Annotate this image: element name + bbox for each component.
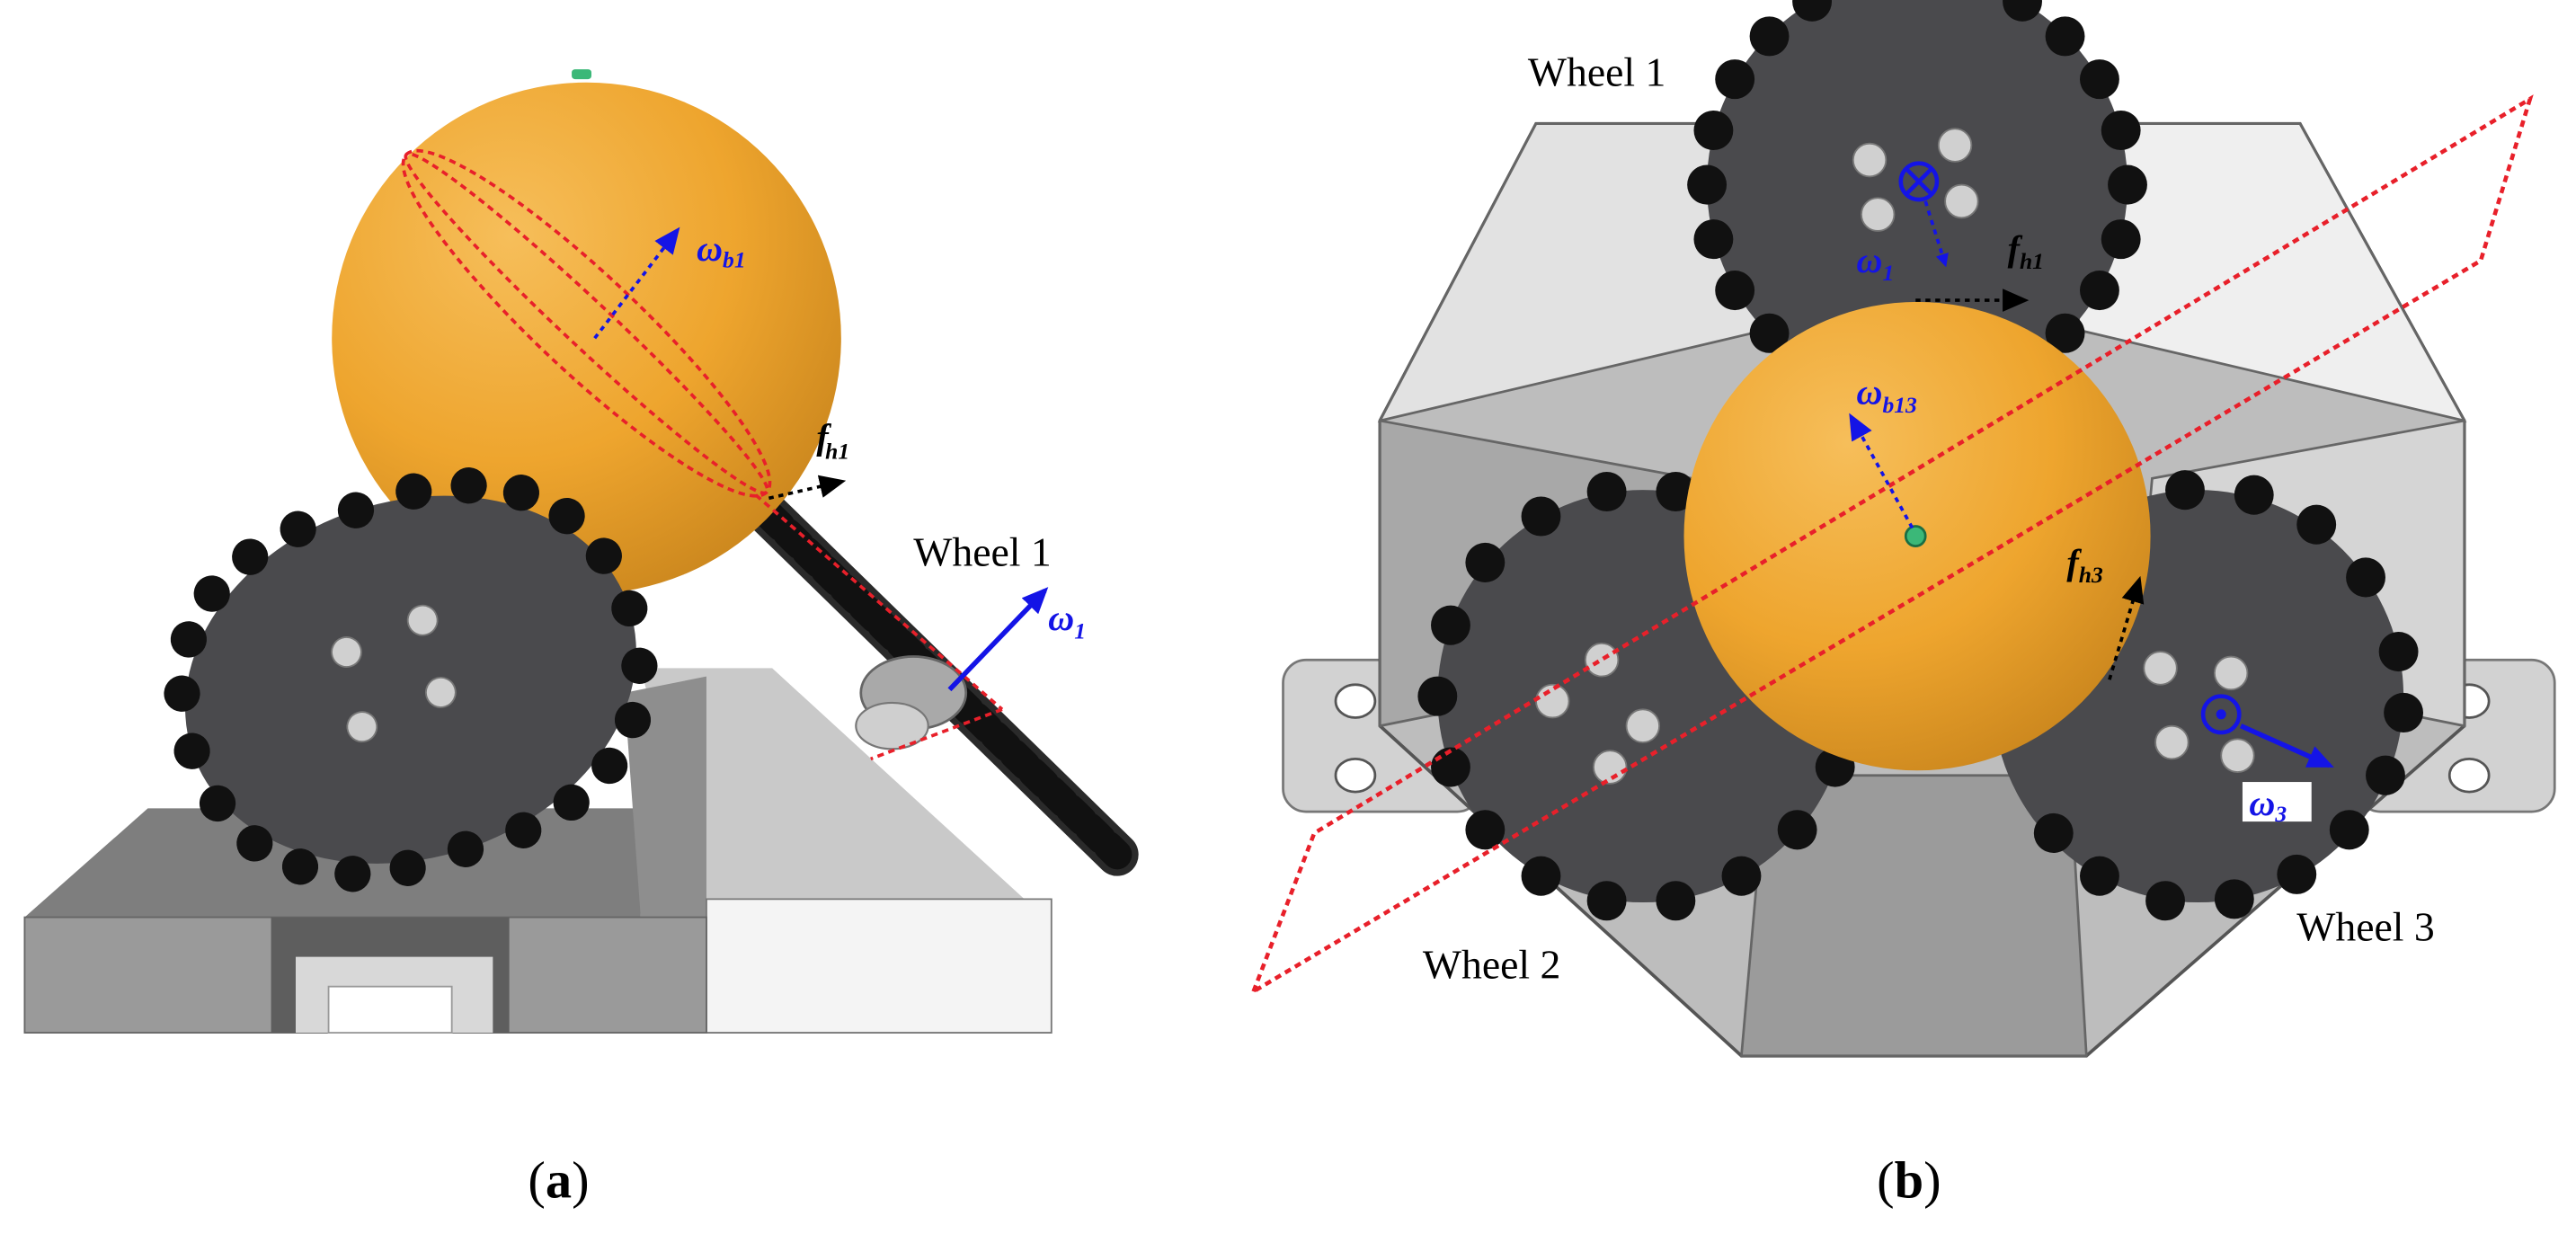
- wheel-left-flat: [164, 467, 658, 892]
- ball-marker: [572, 69, 592, 80]
- force-h1-label-b: fh1: [2008, 228, 2044, 274]
- caption-b: (b): [1877, 1151, 1941, 1210]
- omega-1-arrow: [947, 587, 1049, 692]
- ball: [332, 82, 841, 594]
- omega-b1-label: ωb1: [697, 228, 746, 272]
- omega-b13-arrow: [1849, 413, 1914, 529]
- omega-3-arrow: [2240, 724, 2334, 768]
- base-block: [23, 668, 1053, 1034]
- omega-1-label: ω1: [1048, 598, 1086, 644]
- ball-b-marker: [1904, 525, 1927, 547]
- plane-extension-line: [754, 493, 1004, 711]
- caption-a: (a): [528, 1151, 589, 1210]
- force-h1-arrow: [768, 475, 847, 501]
- wheel-1-label-b: Wheel 1: [1528, 49, 1666, 94]
- omega-b13-label: ωb13: [1856, 372, 1917, 418]
- wheel-1-edge: [747, 493, 1139, 876]
- wheel-3-label: Wheel 3: [2296, 903, 2434, 949]
- panel-a: ωb1 fh1 Wheel 1 ω1 (a): [23, 69, 1139, 1210]
- wheel-1-label: Wheel 1: [913, 529, 1051, 575]
- force-h3-arrow: [2108, 575, 2145, 680]
- plane-extension-line-2: [870, 707, 1003, 761]
- force-h3-label: fh3: [2066, 542, 2103, 588]
- rotation-plane-parallelogram: [1249, 94, 2534, 997]
- omega-1-dashed-arrow: [1923, 200, 1949, 268]
- omega-1-label-b: ω1: [1856, 240, 1894, 286]
- omega-3-label-bg: [2242, 782, 2312, 822]
- wheel-2-label: Wheel 2: [1423, 941, 1560, 987]
- force-h1-label: fh1: [816, 416, 849, 464]
- omega-3-label: ω3: [2249, 783, 2287, 827]
- panel-b: ω1 fh1 ωb13 fh3 ω3 Wheel 1 Wheel 2 Wheel: [1249, 0, 2556, 1210]
- omega-b1-arrow: [593, 226, 680, 340]
- circle-cross-icon: [1898, 161, 1940, 202]
- circle-dot-icon: [2200, 694, 2242, 735]
